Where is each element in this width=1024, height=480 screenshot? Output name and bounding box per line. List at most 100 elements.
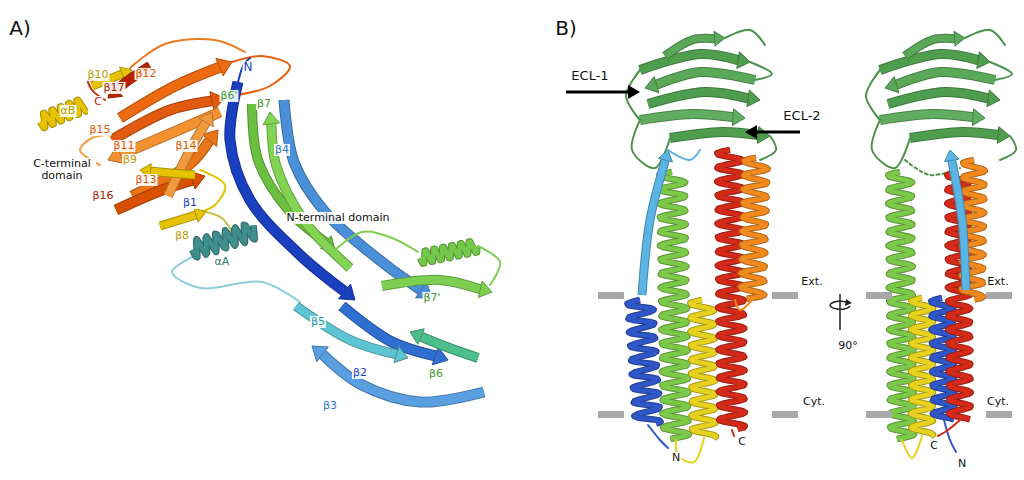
alpha-helix (741, 158, 768, 299)
helix-body (690, 300, 716, 438)
strand-body (640, 54, 738, 70)
beta-strand (910, 127, 1010, 144)
strand-arrowhead (972, 109, 985, 126)
helix-body (659, 172, 689, 439)
helix-edge (659, 172, 689, 439)
strand-arrowhead (216, 59, 232, 76)
alpha-helix (420, 241, 477, 263)
strand-body (160, 215, 196, 226)
pointer-arrowhead (745, 125, 757, 139)
strand-edge (642, 160, 665, 295)
strand-label: β1 (182, 197, 198, 209)
helix-label: αA (214, 256, 231, 268)
strand-label: β5 (310, 316, 326, 328)
membrane-bar (866, 411, 892, 418)
strand-arrowhead (394, 346, 408, 362)
beta-strand (116, 171, 205, 210)
strand-label: β11 (112, 140, 135, 152)
strand-edge (670, 132, 758, 138)
helix-edge (192, 225, 255, 257)
beta-strand (640, 109, 745, 126)
beta-strand (640, 52, 750, 70)
strand-arrowhead (737, 52, 750, 69)
beta-strand (230, 82, 355, 300)
coil-loop (648, 425, 668, 448)
strand-label: β7' (422, 292, 441, 304)
strand-edge (421, 337, 478, 358)
beta-strand (888, 90, 1000, 107)
terminus-label: C (737, 436, 747, 448)
loop-label: ECL-1 (570, 69, 609, 83)
membrane-label: Ext. (800, 276, 823, 288)
membrane-label: Ext. (986, 276, 1009, 288)
rotation-arrowhead (845, 299, 852, 306)
strand-edge (648, 92, 748, 104)
strand-body (168, 122, 206, 196)
terminus-label: N (671, 452, 681, 464)
alpha-helix (628, 300, 661, 424)
strand-body (888, 92, 988, 104)
strand-arrowhead (747, 90, 760, 107)
alpha-helix (40, 100, 87, 128)
strand-label: β13 (134, 174, 157, 186)
strand-body (880, 54, 978, 70)
strand-label: β15 (88, 124, 111, 136)
coil-loop (735, 300, 752, 310)
beta-strand (905, 31, 965, 56)
strand-edge (168, 122, 206, 196)
loop-label: ECL-2 (782, 109, 821, 123)
strand-edge (323, 354, 484, 402)
beta-strand (410, 329, 478, 358)
alpha-helix (659, 172, 689, 439)
strand-arrowhead (478, 281, 492, 297)
pointer-arrow (566, 91, 628, 94)
strand-body (421, 337, 478, 358)
helix-body (628, 300, 661, 424)
helix-edge (40, 100, 87, 128)
membrane-bar (598, 411, 624, 418)
strand-label: β9 (122, 154, 138, 166)
strand-label: β2 (352, 367, 368, 379)
coil-loop (668, 150, 700, 160)
angle-label: 90° (837, 340, 859, 352)
strand-arrowhead (410, 329, 424, 345)
coil-loop (872, 120, 910, 168)
strand-body (905, 38, 955, 56)
strand-body (880, 114, 973, 120)
beta-strand (642, 150, 673, 295)
membrane-bar (986, 411, 1012, 418)
strand-body (382, 280, 480, 289)
strand-edge (897, 72, 995, 85)
membrane-bar (598, 292, 624, 299)
membrane-label: Cyt. (986, 396, 1010, 408)
panel-label: A) (8, 17, 31, 39)
strand-arrowhead (732, 109, 745, 126)
pointer-arrowhead (628, 85, 640, 99)
strand-arrowhead (987, 90, 1000, 107)
helix-body (192, 225, 255, 257)
strand-body (323, 354, 484, 402)
membrane-bar (866, 292, 892, 299)
beta-strand (252, 104, 335, 250)
coil-loop (626, 70, 640, 120)
strand-label: β8 (174, 230, 190, 242)
coil-loop (478, 246, 500, 285)
strand-arrowhead (312, 346, 328, 362)
strand-edge (160, 215, 196, 226)
alpha-helix (192, 225, 255, 257)
strand-body (665, 38, 715, 56)
terminus-label: N (243, 61, 254, 74)
helix-body (40, 100, 87, 128)
strand-arrowhead (714, 31, 725, 46)
helix-edge (741, 158, 768, 299)
beta-strand (284, 100, 432, 298)
strand-edge (952, 160, 966, 290)
strand-arrowhead (954, 31, 965, 46)
coil-loop (866, 70, 880, 120)
coil-loop (902, 436, 922, 458)
strand-edge (880, 54, 978, 70)
coil-loop (725, 30, 765, 45)
coil-loop (750, 62, 772, 80)
strand-arrowhead (194, 208, 206, 222)
